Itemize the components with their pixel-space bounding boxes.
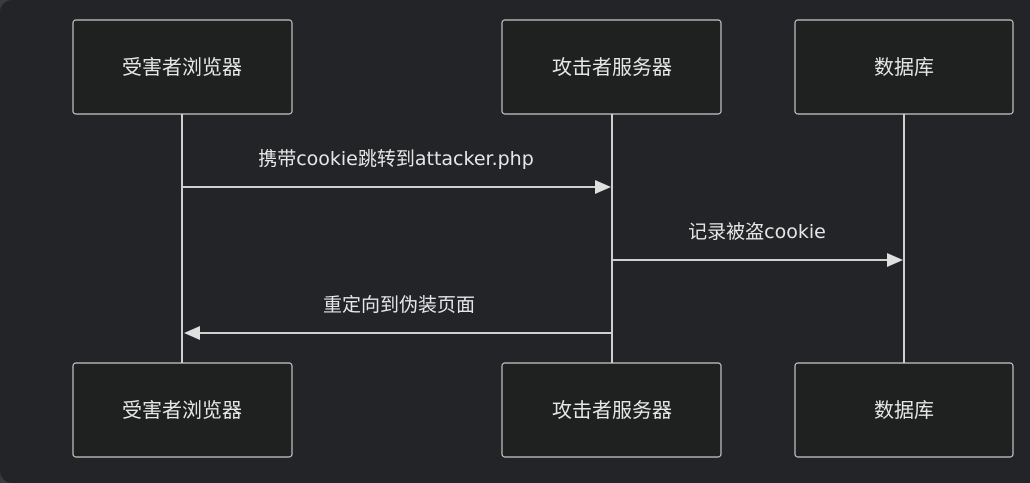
actor-db-bottom: 数据库	[794, 362, 1014, 458]
actor-victim-top: 受害者浏览器	[72, 19, 293, 115]
message-1-label: 携带cookie跳转到attacker.php	[258, 148, 534, 170]
actor-db-bottom-box	[794, 362, 1014, 458]
actor-attacker-top-label: 攻击者服务器	[552, 55, 672, 79]
actor-victim-bottom: 受害者浏览器	[72, 362, 293, 458]
message-3: 重定向到伪装页面	[184, 294, 611, 340]
actor-attacker-bottom-label: 攻击者服务器	[552, 398, 672, 422]
actor-attacker-bottom: 攻击者服务器	[501, 362, 722, 458]
actor-attacker-top-box	[501, 19, 722, 115]
message-3-label: 重定向到伪装页面	[323, 294, 475, 316]
actor-victim-top-box	[72, 19, 293, 115]
actor-db-top: 数据库	[794, 19, 1014, 115]
actor-db-top-label: 数据库	[874, 55, 934, 79]
actor-db-bottom-label: 数据库	[874, 398, 934, 422]
message-1-arrowhead	[595, 180, 611, 194]
message-1: 携带cookie跳转到attacker.php	[183, 148, 611, 194]
actor-victim-top-label: 受害者浏览器	[122, 55, 242, 79]
message-2: 记录被盗cookie	[613, 221, 903, 267]
actor-attacker-bottom-box	[501, 362, 722, 458]
actor-db-top-box	[794, 19, 1014, 115]
actor-victim-bottom-label: 受害者浏览器	[122, 398, 242, 422]
message-2-label: 记录被盗cookie	[688, 221, 826, 243]
message-3-arrowhead	[184, 326, 200, 340]
actor-victim-bottom-box	[72, 362, 293, 458]
message-2-arrowhead	[887, 253, 903, 267]
actor-attacker-top: 攻击者服务器	[501, 19, 722, 115]
